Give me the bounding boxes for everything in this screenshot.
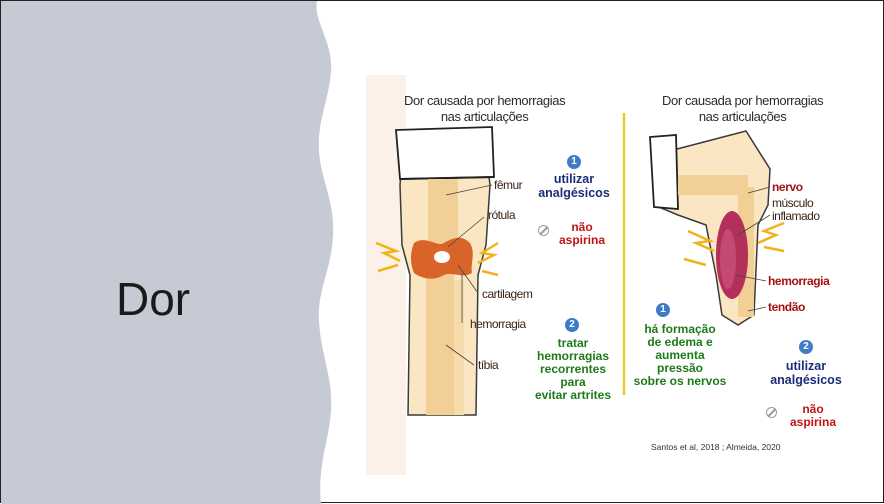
right-step2-line1: utilizar bbox=[766, 359, 846, 373]
right-step2-no-aspirin: não aspirina bbox=[784, 403, 842, 429]
left-step2-badge: 2 bbox=[565, 318, 579, 332]
right-step1-line5: sobre os nervos bbox=[628, 375, 732, 388]
label-musculo-line2: inflamado bbox=[772, 210, 820, 223]
right-step2-text: utilizar analgésicos bbox=[766, 359, 846, 387]
left-step1-line2: analgésicos bbox=[536, 186, 612, 200]
no-aspirin-icon bbox=[538, 225, 549, 236]
right-no-line2: aspirina bbox=[784, 416, 842, 429]
bent-knee-illustration bbox=[650, 131, 784, 325]
right-heading-line2: nas articulações bbox=[662, 109, 823, 125]
right-step2-line2: analgésicos bbox=[766, 373, 846, 387]
left-heading-line2: nas articulações bbox=[404, 109, 565, 125]
label-hemorragia-right: hemorragia bbox=[768, 275, 829, 288]
citation: Santos et al, 2018 ; Almeida, 2020 bbox=[651, 442, 780, 452]
left-heading: Dor causada por hemorragias nas articula… bbox=[404, 93, 565, 125]
side-panel-shape bbox=[1, 1, 341, 504]
right-heading-line1: Dor causada por hemorragias bbox=[662, 93, 823, 109]
label-musculo: músculo inflamado bbox=[772, 197, 820, 223]
label-femur: fêmur bbox=[494, 179, 522, 192]
left-no-line2: aspirina bbox=[554, 234, 610, 247]
left-heading-line1: Dor causada por hemorragias bbox=[404, 93, 565, 109]
left-step1-text: utilizar analgésicos bbox=[536, 172, 612, 200]
slide-title: Dor bbox=[116, 269, 190, 329]
label-hemorragia-left: hemorragia bbox=[470, 318, 526, 331]
hemophilia-joint-pain-figure: Dor causada por hemorragias nas articula… bbox=[366, 75, 851, 475]
right-heading: Dor causada por hemorragias nas articula… bbox=[662, 93, 823, 125]
no-aspirin-icon-right bbox=[766, 407, 777, 418]
left-step2-text: tratar hemorragias recorrentes para evit… bbox=[524, 337, 622, 402]
label-rotula: rótula bbox=[488, 209, 515, 222]
label-cartilagem: cartilagem bbox=[482, 288, 532, 301]
left-step1-badge: 1 bbox=[567, 155, 581, 169]
right-step2-badge: 2 bbox=[799, 340, 813, 354]
left-step2-line5: evitar artrites bbox=[524, 389, 622, 402]
left-step1-line1: utilizar bbox=[536, 172, 612, 186]
left-step1-no-aspirin: não aspirina bbox=[554, 221, 610, 247]
right-step1-text: há formação de edema e aumenta pressão s… bbox=[628, 323, 732, 388]
label-nervo: nervo bbox=[772, 181, 803, 194]
label-tibia: tíbia bbox=[478, 359, 498, 372]
label-tendao: tendão bbox=[768, 301, 805, 314]
right-step1-badge: 1 bbox=[656, 303, 670, 317]
